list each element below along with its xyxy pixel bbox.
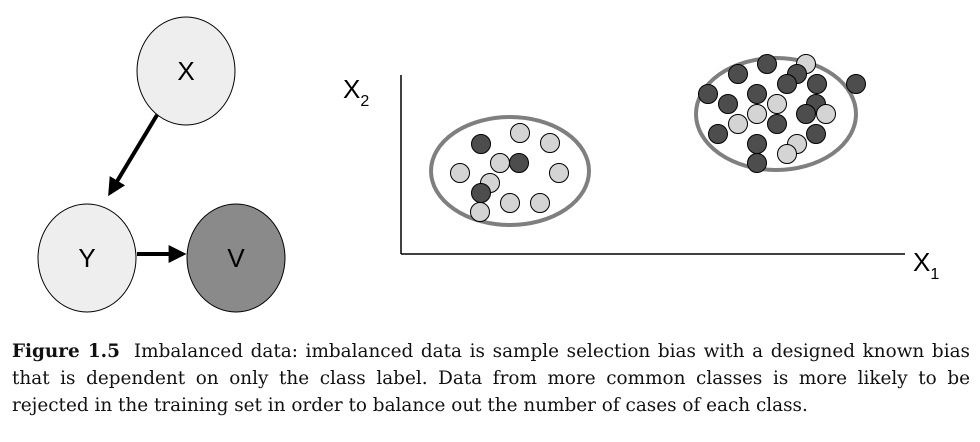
point-dark [757, 54, 777, 74]
y-axis-subscript: 2 [360, 93, 369, 110]
point-light [767, 94, 787, 114]
y-axis-letter: X [343, 74, 360, 104]
x-axis-subscript: 1 [930, 266, 939, 283]
node-y-label: Y [78, 243, 95, 273]
cluster-left-outline [429, 115, 591, 227]
point-dark [806, 124, 826, 144]
edge-x-to-y [108, 113, 159, 197]
point-dark [728, 64, 748, 84]
point-dark [747, 84, 767, 104]
node-v: V [186, 203, 286, 313]
cluster-left [429, 115, 591, 227]
point-light [816, 104, 836, 124]
point-dark [777, 74, 797, 94]
point-light [540, 133, 560, 153]
point-light [500, 193, 520, 213]
node-v-label: V [227, 243, 245, 273]
figure-number: Figure 1.5 [12, 341, 120, 363]
x-axis-letter: X [913, 247, 930, 277]
point-dark [471, 183, 491, 203]
point-light [510, 123, 530, 143]
point-light [777, 144, 797, 164]
point-light [530, 193, 550, 213]
x-axis: X1 [401, 247, 939, 283]
y-axis-label: X2 [343, 74, 369, 110]
point-light [490, 153, 510, 173]
point-dark [471, 134, 491, 154]
x-axis-label: X1 [913, 247, 939, 283]
y-axis: X2 [343, 74, 402, 254]
node-x-circle [136, 16, 236, 126]
caption-text: Imbalanced data: imbalanced data is samp… [12, 341, 970, 417]
point-light [728, 114, 748, 134]
point-light [549, 163, 569, 183]
node-v-circle [186, 203, 286, 313]
node-x-label: X [177, 56, 194, 86]
point-dark [747, 134, 767, 154]
point-dark [708, 124, 728, 144]
cluster-right [694, 54, 866, 173]
node-y-circle [37, 203, 137, 313]
point-dark [747, 153, 767, 173]
point-dark [767, 114, 787, 134]
causal-graph: X Y V [37, 16, 286, 313]
point-dark [698, 84, 718, 104]
scatter-diagram: X2 X1 [343, 54, 939, 283]
point-light [747, 104, 767, 124]
point-dark [846, 74, 866, 94]
node-y: Y [37, 203, 137, 313]
node-x: X [136, 16, 236, 126]
point-dark [796, 104, 816, 124]
point-dark [718, 94, 738, 114]
cluster-right-outline [694, 56, 858, 172]
point-light [450, 163, 470, 183]
point-dark [807, 74, 827, 94]
point-light [470, 202, 490, 222]
point-dark [509, 153, 529, 173]
